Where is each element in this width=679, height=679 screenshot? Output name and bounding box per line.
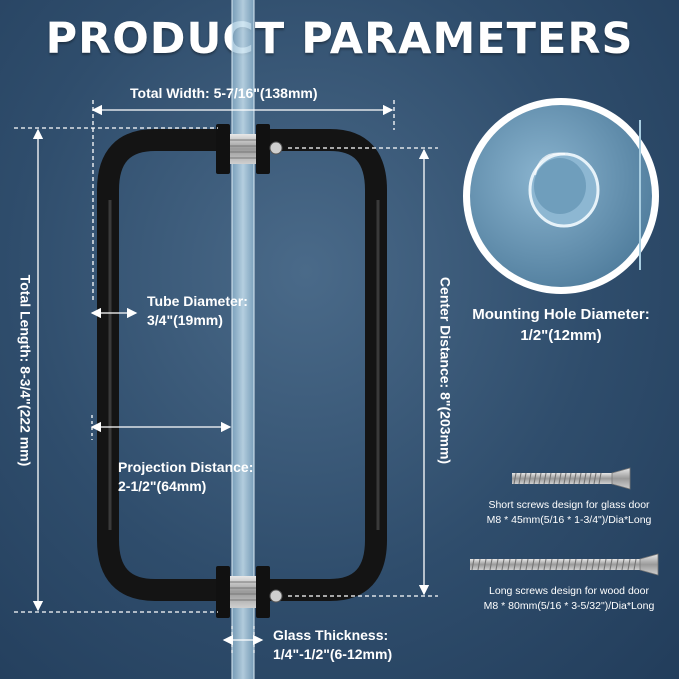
long-screw-icon [470,553,659,576]
bottom-mount [216,566,283,618]
top-mount [216,124,283,174]
page-title: PRODUCT PARAMETERS [45,14,634,64]
glass-thickness-value: 1/4"-1/2"(6-12mm) [273,646,393,662]
handle-shape [97,129,387,601]
projection-distance-title: Projection Distance: [118,459,254,475]
short-screw-caption: Short screws design for glass door M8 * … [461,498,677,528]
tube-diameter-label: Tube Diameter: 3/4"(19mm) [147,292,248,330]
center-distance-label: Center Distance: 8"(203mm) [437,276,454,465]
dimension-lines [14,100,438,654]
projection-distance-value: 2-1/2"(64mm) [118,478,207,494]
long-screw-spec: M8 * 80mm(5/16 * 3-5/32")/Dia*Long [483,600,655,612]
short-screw-spec: M8 * 45mm(5/16 * 1-3/4")/Dia*Long [486,514,652,526]
long-screw-title: Long screws design for wood door [489,585,649,597]
short-screw-title: Short screws design for glass door [488,499,650,511]
mounting-hole-icon [463,98,659,294]
tube-diameter-title: Tube Diameter: [147,293,248,309]
total-width-label: Total Width: 5-7/16"(138mm) [130,85,318,101]
mounting-hole-label: Mounting Hole Diameter: 1/2"(12mm) [461,304,661,346]
long-screw-caption: Long screws design for wood door M8 * 80… [461,584,677,614]
glass-thickness-label: Glass Thickness: 1/4"-1/2"(6-12mm) [273,626,392,664]
mounting-hole-title: Mounting Hole Diameter: [472,306,650,323]
glass-thickness-title: Glass Thickness: [273,627,389,643]
projection-distance-label: Projection Distance: 2-1/2"(64mm) [118,458,253,496]
total-length-label: Total Length: 8-3/4"(222 mm) [17,274,34,467]
tube-diameter-value: 3/4"(19mm) [147,312,223,328]
mounting-hole-value: 1/2"(12mm) [520,327,602,344]
short-screw-icon [512,467,631,490]
glass-pane [232,0,254,679]
